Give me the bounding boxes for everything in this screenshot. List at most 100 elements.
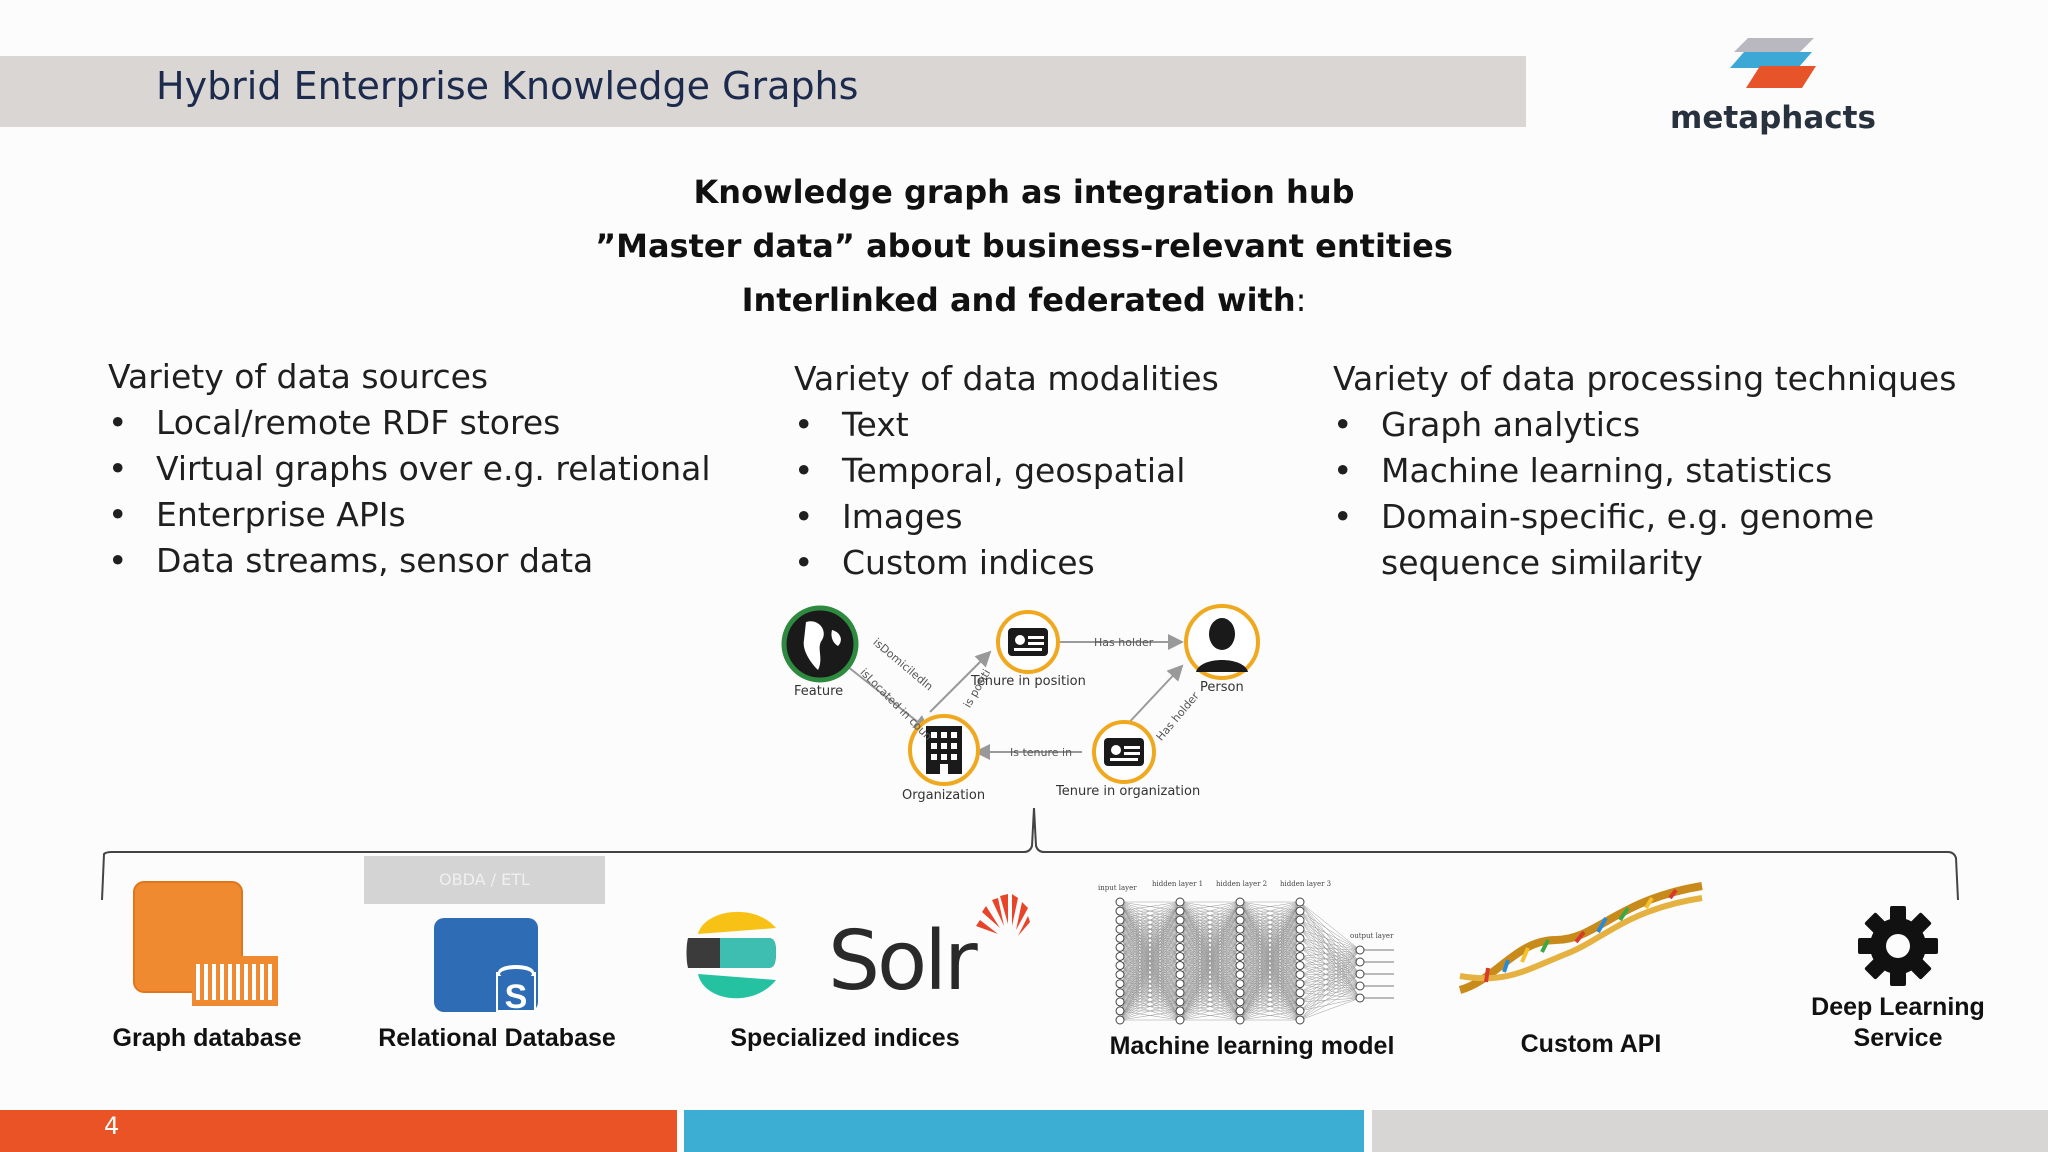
solr-wordmark: Solr (828, 914, 978, 1009)
nn-connection (1179, 1001, 1241, 1021)
nn-connection (1119, 901, 1181, 975)
nn-connection (1239, 983, 1301, 1021)
list-item-text: Virtual graphs over e.g. relational (156, 449, 711, 488)
nn-connection (1299, 949, 1361, 966)
page-number: 4 (104, 1112, 120, 1140)
bullet-icon: • (1333, 497, 1353, 536)
nn-connection (1179, 901, 1241, 930)
nn-connection (1119, 901, 1181, 948)
nn-neuron (1115, 906, 1125, 916)
graph-edges (781, 604, 1260, 786)
nn-neuron (1115, 1015, 1125, 1025)
list-item: •Local/remote RDF stores (108, 400, 711, 446)
nn-neuron (1295, 933, 1305, 943)
nn-connection (1299, 973, 1361, 1012)
nn-connection (1299, 910, 1361, 951)
nn-neuron (1115, 897, 1125, 907)
nn-neuron (1175, 997, 1185, 1007)
nn-connection (1179, 901, 1241, 1021)
nn-neuron (1175, 915, 1185, 925)
node-label-feature: Feature (794, 684, 844, 699)
id-card-icon (996, 610, 1060, 674)
grouping-bracket (101, 807, 1959, 901)
nn-connection (1119, 901, 1181, 930)
data-sources-column: Variety of data sources •Local/remote RD… (108, 354, 711, 584)
list-item-continuation: sequence similarity (1381, 543, 1703, 582)
nn-neuron (1175, 906, 1185, 916)
data-modalities-list: •Text •Temporal, geospatial •Images •Cus… (794, 402, 1219, 586)
nn-connection (1299, 901, 1361, 963)
nn-neuron (1175, 1006, 1185, 1016)
list-item-text: Graph analytics (1381, 405, 1641, 444)
solr-tool: Solr (822, 890, 1032, 1014)
bullet-icon: • (108, 449, 128, 488)
nn-neuron (1175, 897, 1185, 907)
graph-database-tool (132, 880, 282, 1014)
list-item: • Virtual graphs over e.g. relational (108, 446, 711, 492)
nn-connection (1239, 1010, 1301, 1021)
nn-connection (1299, 949, 1361, 1003)
nn-connection (1119, 901, 1181, 939)
nn-connection (1179, 901, 1241, 975)
nn-neuron (1355, 993, 1365, 1003)
nn-connection (1299, 949, 1361, 1012)
nn-layer-label: hidden layer 2 (1216, 880, 1267, 888)
nn-neuron (1295, 979, 1305, 989)
nn-connection (1239, 901, 1301, 930)
deep-learning-tool (1856, 904, 1940, 992)
nn-neuron (1115, 988, 1125, 998)
list-item-text: Local/remote RDF stores (156, 403, 561, 442)
nn-neuron (1115, 997, 1125, 1007)
nn-neuron (1295, 1006, 1305, 1016)
nn-connection (1119, 901, 1181, 1002)
edge-label-is-tenure-in: Is tenure in (1010, 746, 1073, 759)
bullet-icon: • (794, 405, 814, 444)
nn-neuron (1115, 970, 1125, 980)
list-item-text: Text (842, 405, 909, 444)
nn-neuron (1235, 951, 1245, 961)
nn-connection (1239, 901, 1301, 993)
nn-neuron (1115, 924, 1125, 934)
nn-connection (1119, 938, 1181, 1021)
nn-connection (1299, 938, 1361, 975)
nn-connection (1239, 901, 1301, 948)
globe-icon (781, 605, 859, 683)
node-label-organization: Organization (902, 788, 986, 803)
bullet-icon: • (1333, 451, 1353, 490)
footer-bar-orange (0, 1110, 677, 1152)
node-label-tenure-organization: Tenure in organization (1056, 784, 1201, 799)
nn-connection (1119, 956, 1181, 1021)
list-item: • Text (794, 402, 1219, 448)
nn-connection (1179, 956, 1241, 1021)
nn-connection (1179, 901, 1241, 1002)
graph-database-icon (133, 881, 278, 1006)
nn-neuron (1295, 961, 1305, 971)
nn-connection (1119, 910, 1181, 1021)
nn-connection (1299, 956, 1361, 975)
nn-connection (1299, 973, 1361, 975)
nn-connection (1239, 920, 1301, 1021)
nn-connection (1239, 910, 1301, 1021)
nn-connection (1179, 901, 1241, 993)
nn-connection (1179, 910, 1241, 1021)
nn-connection (1119, 965, 1181, 1021)
nn-connection (1299, 938, 1361, 951)
nn-connection (1299, 919, 1361, 963)
nn-neuron (1235, 970, 1245, 980)
nn-neuron (1235, 997, 1245, 1007)
nn-connection (1299, 919, 1361, 951)
nn-neuron (1295, 924, 1305, 934)
nn-connection (1299, 973, 1361, 1021)
nn-connection (1299, 961, 1361, 1012)
data-sources-heading: Variety of data sources (108, 357, 489, 396)
nn-neuron (1295, 988, 1305, 998)
list-item-text: Machine learning, statistics (1381, 451, 1833, 490)
nn-connection (1299, 961, 1361, 993)
nn-connection (1179, 901, 1241, 984)
nn-connection (1239, 901, 1301, 1002)
nn-connection (1119, 901, 1181, 984)
nn-neuron (1175, 970, 1185, 980)
dna-helix-icon (1458, 882, 1703, 994)
nn-connection (1119, 901, 1181, 966)
